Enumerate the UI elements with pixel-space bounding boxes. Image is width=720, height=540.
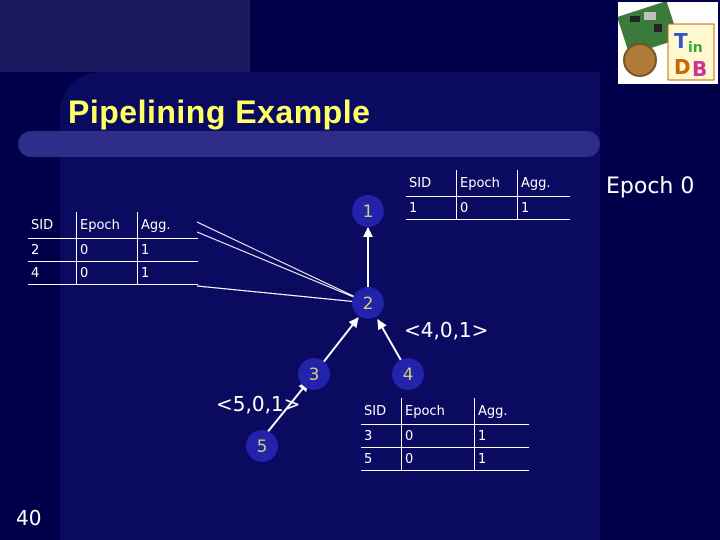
table-header-cell: Epoch xyxy=(77,212,138,239)
table-header-cell: Epoch xyxy=(402,398,475,425)
node-5: 5 xyxy=(246,430,278,462)
table-header-cell: SID xyxy=(28,212,77,239)
table-cell: 3 xyxy=(361,425,402,448)
table-header-row: SID Epoch Agg. xyxy=(406,170,570,197)
table-cell: 0 xyxy=(77,239,138,262)
svg-text:5: 5 xyxy=(257,437,268,457)
table-cell: 4 xyxy=(28,262,77,285)
table-cell: 0 xyxy=(457,197,518,220)
node2-table: SID Epoch Agg. 2 0 1 4 0 1 xyxy=(28,212,198,285)
table-header-cell: Agg. xyxy=(138,212,199,239)
table-header-cell: Epoch xyxy=(457,170,518,197)
table-header-cell: Agg. xyxy=(518,170,571,197)
table-header-row: SID Epoch Agg. xyxy=(28,212,198,239)
table-cell: 5 xyxy=(361,448,402,471)
table-row: 4 0 1 xyxy=(28,262,198,285)
tuple-message-node4: <4,0,1> xyxy=(404,318,488,342)
tuple-message-node3: <5,0,1> xyxy=(216,392,300,416)
table-cell: 1 xyxy=(475,425,530,448)
table-cell: 1 xyxy=(475,448,530,471)
callout-line xyxy=(197,232,368,303)
node1-table: SID Epoch Agg. 1 0 1 xyxy=(406,170,570,220)
svg-text:4: 4 xyxy=(403,365,414,385)
table-cell: 1 xyxy=(138,262,199,285)
table-row: 1 0 1 xyxy=(406,197,570,220)
table-header-row: SID Epoch Agg. xyxy=(361,398,529,425)
svg-text:1: 1 xyxy=(363,202,374,222)
table-header-cell: Agg. xyxy=(475,398,530,425)
table-cell: 1 xyxy=(406,197,457,220)
table-cell: 0 xyxy=(402,425,475,448)
node-2: 2 xyxy=(352,287,384,319)
table-cell: 0 xyxy=(402,448,475,471)
table-cell: 1 xyxy=(518,197,571,220)
table-header-cell: SID xyxy=(406,170,457,197)
table-cell: 2 xyxy=(28,239,77,262)
callout-line xyxy=(197,286,368,303)
table-row: 3 0 1 xyxy=(361,425,529,448)
callout-line xyxy=(197,222,368,303)
table-row: 2 0 1 xyxy=(28,239,198,262)
node-4: 4 xyxy=(392,358,424,390)
table-header-cell: SID xyxy=(361,398,402,425)
table-cell: 0 xyxy=(77,262,138,285)
node4-table: SID Epoch Agg. 3 0 1 5 0 1 xyxy=(361,398,529,471)
table-row: 5 0 1 xyxy=(361,448,529,471)
edge-3-to-2 xyxy=(322,318,358,364)
svg-text:2: 2 xyxy=(363,294,374,314)
edge-4-to-2 xyxy=(378,320,402,362)
node-3: 3 xyxy=(298,358,330,390)
svg-text:3: 3 xyxy=(309,365,320,385)
table-cell: 1 xyxy=(138,239,199,262)
node-1: 1 xyxy=(352,195,384,227)
